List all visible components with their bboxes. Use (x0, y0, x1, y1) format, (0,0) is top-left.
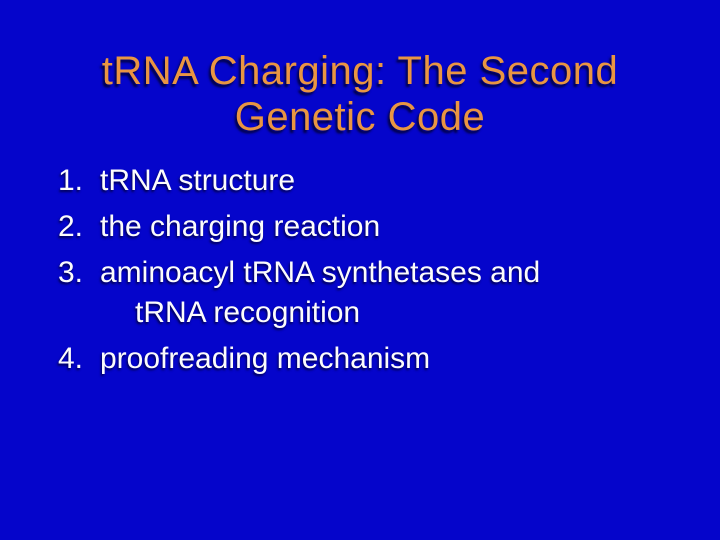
list-item: 4. proofreading mechanism (58, 339, 704, 379)
list-item-line: proofreading mechanism (100, 342, 431, 375)
list-item-line: tRNA structure (100, 164, 296, 197)
list-item-text: aminoacyl tRNA synthetases and tRNA reco… (100, 253, 704, 333)
slide-title-line-2: Genetic Code (234, 95, 486, 139)
list-item-number: 2. (58, 210, 84, 243)
list-item-number: 4. (58, 342, 84, 375)
numbered-list: 1. tRNA structure 2. the charging reacti… (58, 161, 704, 385)
list-item: 1. tRNA structure (58, 161, 704, 201)
list-item: 2. the charging reaction (58, 207, 704, 247)
list-item-text: the charging reaction (100, 207, 704, 247)
list-item-number: 3. (58, 256, 84, 289)
slide-title-line-1: tRNA Charging: The Second (101, 49, 619, 93)
list-item: 3. aminoacyl tRNA synthetases and tRNA r… (58, 253, 704, 333)
slide-title: tRNA Charging: The Second Genetic Code (0, 48, 720, 140)
list-item-text: tRNA structure (100, 161, 704, 201)
list-item-text: proofreading mechanism (100, 339, 704, 379)
list-item-number: 1. (58, 164, 84, 197)
list-item-line: the charging reaction (100, 210, 381, 243)
list-item-line-wrapped: tRNA recognition (135, 296, 361, 329)
list-item-line: aminoacyl tRNA synthetases and (100, 256, 541, 289)
